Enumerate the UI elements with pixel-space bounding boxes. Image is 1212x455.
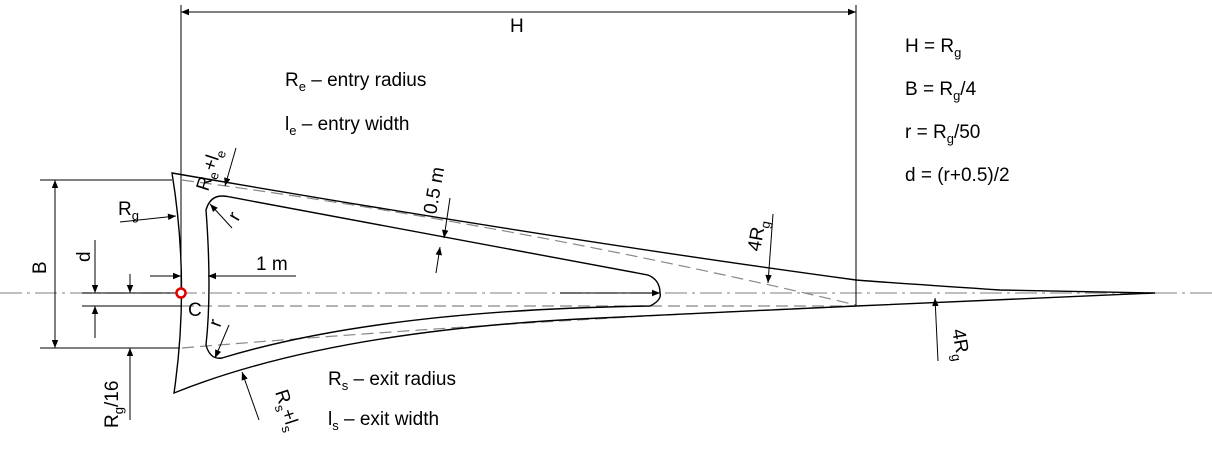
re-le-arrow [224,147,237,187]
legend-entry-radius: Re – entry radius [285,70,426,94]
one-m-label: 1 m [256,254,288,275]
four-rg-arrow-bottom [932,297,939,362]
four-rg-label-top: 4Rg [744,218,773,253]
b-label: B [30,261,51,274]
legend-exit-radius: Rs – exit radius [328,369,456,393]
legend-entry-width: le – entry width [285,114,409,138]
half-m-arrow-bottom [435,246,442,274]
formula-r: r = Rg/50 [905,122,980,146]
center-point-marker [175,287,187,299]
formula-d: d = (r+0.5)/2 [905,165,1010,186]
r-label-top: r [224,208,246,225]
rs-ls-label: Rs+ls [267,387,303,435]
island-outline [171,172,1156,395]
four-rg-label-bottom: 4Rg [944,327,973,362]
r-arrow-top [209,203,233,229]
inner-island-outline [205,195,661,359]
c-label: C [188,300,202,321]
half-m-arrow-top [442,197,451,239]
r-label-bottom: r [205,316,227,330]
d-label: d [74,251,95,262]
h-label: H [510,16,524,37]
rg16-label: Rg/16 [102,381,126,428]
rs-ls-arrow [241,371,260,421]
rg-arrow [119,213,177,223]
legend-exit-width: ls – exit width [328,409,439,433]
construction-line-top [181,179,857,306]
formula-b: B = Rg/4 [905,79,977,103]
r-arrow-bottom [214,324,230,359]
four-rg-arrow-top [765,213,774,284]
formula-h: H = Rg [905,36,961,60]
half-m-label: 0.5 m [420,165,449,215]
re-le-label: Re+le [193,146,229,195]
rg-label: Rg [118,199,139,223]
